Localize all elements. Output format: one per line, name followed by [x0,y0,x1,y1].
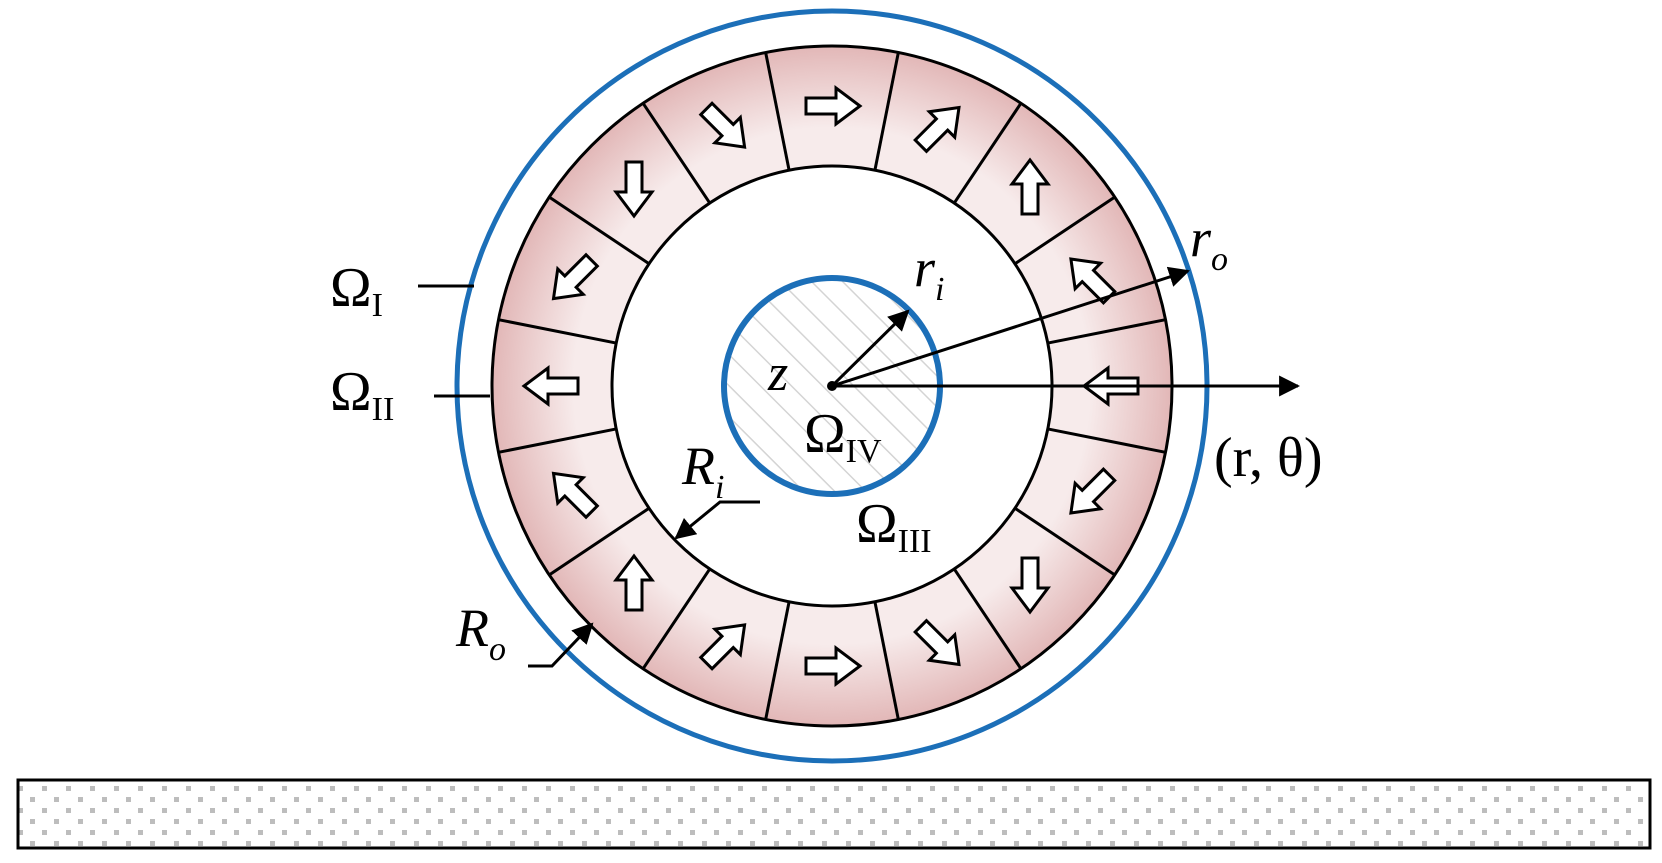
magnet-segment-divider [764,52,791,171]
magnet-segment-divider [1014,195,1116,266]
magnetization-arrow-icon [551,252,600,301]
magnetization-arrow-icon [913,618,961,667]
magnetization-arrow-icon [804,645,863,687]
magnetization-arrow-icon [698,101,747,149]
magnet-segment-divider [764,601,791,720]
magnetization-arrow-icon [1009,556,1051,615]
omega-3-label: ΩIII [856,493,932,560]
magnet-segment-divider [873,52,900,171]
magnet-segment-divider [548,195,650,266]
R-o-label: Ro [455,598,506,668]
r-i-arrow [830,309,910,388]
R-o-leader [528,622,594,668]
magnetization-arrow-icon [698,623,747,671]
omega-2-label: ΩII [330,361,394,428]
magnet-segment-divider [1014,506,1116,577]
z-label: z [767,345,788,402]
magnet-segment-divider [952,568,1023,670]
omega-4-label: ΩIV [804,403,882,470]
magnetization-arrow-icon [613,160,655,219]
magnet-segment-divider [1047,427,1166,454]
magnetization-arrow-icon [1069,467,1117,515]
magnetization-arrow-icon [913,105,961,154]
magnetization-arrow-icon [551,471,600,520]
ground-plate [16,778,1652,850]
r-o-arrow [831,266,1190,388]
magnet-segment-divider [641,568,712,670]
magnet-segment-divider [498,427,617,454]
magnet-segment-divider [1047,318,1166,345]
magnet-segment-divider [873,601,900,720]
r-o-label: ro [1190,208,1228,278]
magnetization-arrow-icon [1009,157,1051,216]
R-i-leader [674,500,760,540]
magnetization-arrow-icon [804,85,863,127]
magnet-segment-divider [641,102,712,204]
coordinate-label: (r, θ) [1214,427,1323,489]
omega-1-label: ΩI [330,257,383,324]
magnet-segment-divider [498,318,617,345]
r-i-label: ri [914,238,944,308]
origin-point [827,381,837,391]
magnet-segment-divider [952,102,1023,204]
magnetization-arrow-icon [613,553,655,612]
R-i-label: Ri [681,436,724,506]
magnet-segment-divider [548,506,650,577]
magnetization-arrow-icon [521,365,580,407]
magnetization-arrow-icon [1069,257,1117,305]
